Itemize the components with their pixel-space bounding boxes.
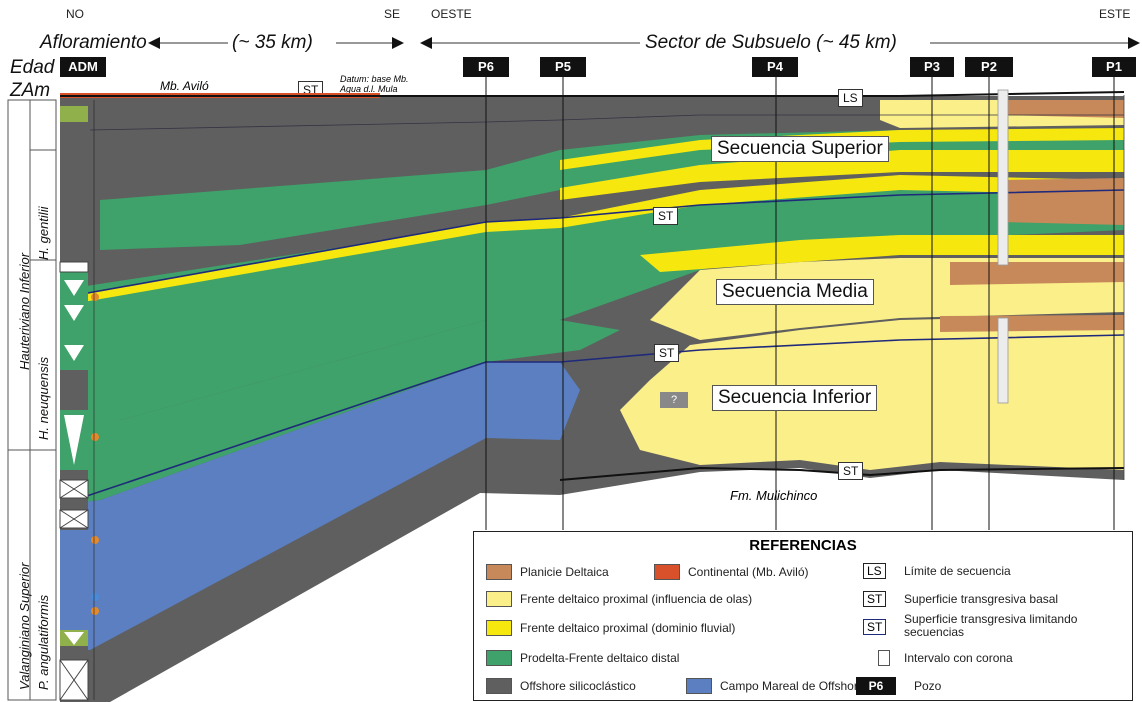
swatch-continental bbox=[654, 564, 680, 580]
edad-label: Edad bbox=[10, 57, 55, 78]
st-lower-label: ST bbox=[838, 462, 864, 480]
valanginiano-label: Valanginiano Superior bbox=[17, 562, 32, 690]
p-angulatiformis-label: P. angulatiformis bbox=[36, 594, 51, 690]
secuencia-inferior-label: Secuencia Inferior bbox=[712, 385, 878, 411]
st-upper-label: ST bbox=[653, 207, 679, 225]
ls-label: LS bbox=[838, 89, 863, 107]
swatch-frente-fluvial bbox=[486, 620, 512, 636]
well-p6: P6 bbox=[463, 57, 509, 77]
direction-oeste: OESTE bbox=[431, 7, 472, 21]
swatch-frente-olas bbox=[486, 591, 512, 607]
legend-ls-symbol: LS bbox=[863, 563, 886, 579]
datum-label: Datum: base Mb. Agua d.l. Mula bbox=[340, 74, 409, 94]
well-p3: P3 bbox=[910, 57, 954, 77]
secuencia-media-label: Secuencia Media bbox=[716, 279, 874, 305]
legend-title: REFERENCIAS bbox=[749, 537, 857, 554]
legend-pozo-symbol: P6 bbox=[856, 677, 896, 695]
afloramiento-label: Afloramiento bbox=[40, 32, 147, 53]
legend-offshore: Offshore silicoclástico bbox=[520, 679, 636, 693]
legend-ls-text: Límite de secuencia bbox=[904, 564, 1011, 578]
afloramiento-distance: (~ 35 km) bbox=[232, 32, 313, 53]
direction-este: ESTE bbox=[1099, 7, 1131, 21]
st-middle-label: ST bbox=[654, 344, 680, 362]
legend-prodelta: Prodelta-Frente deltaico distal bbox=[520, 651, 680, 665]
well-adm: ADM bbox=[60, 57, 106, 77]
subsuelo-label: Sector de Subsuelo (~ 45 km) bbox=[645, 32, 897, 53]
legend-corona-symbol bbox=[878, 650, 890, 666]
legend-st-basal-symbol: ST bbox=[863, 591, 887, 607]
swatch-prodelta bbox=[486, 650, 512, 666]
question-mark-box: ? bbox=[660, 392, 688, 408]
fm-mulichinco-label: Fm. Mulichinco bbox=[730, 488, 818, 503]
mb-avilo-label: Mb. Aviló bbox=[160, 79, 209, 93]
legend-st-limit-text: Superficie transgresiva limitando secuen… bbox=[904, 612, 1078, 640]
direction-se: SE bbox=[384, 7, 401, 21]
h-neuquensis-label: H. neuquensis bbox=[36, 356, 51, 440]
swatch-mareal bbox=[686, 678, 712, 694]
well-p1: P1 bbox=[1092, 57, 1136, 77]
swatch-planicie-deltaica bbox=[486, 564, 512, 580]
legend-frente-fluvial: Frente deltaico proximal (dominio fluvia… bbox=[520, 621, 736, 635]
well-p4: P4 bbox=[752, 57, 798, 77]
zam-label: ZAm bbox=[10, 80, 51, 101]
h-gentilii-label: H. gentilii bbox=[36, 206, 51, 260]
legend-pozo-text: Pozo bbox=[914, 679, 942, 693]
legend-st-basal-text: Superficie transgresiva basal bbox=[904, 592, 1059, 606]
direction-no: NO bbox=[66, 7, 84, 21]
legend-continental: Continental (Mb. Aviló) bbox=[688, 565, 809, 579]
secuencia-superior-label: Secuencia Superior bbox=[711, 136, 889, 162]
hauteriviano-label: Hauteriviano Inferior bbox=[17, 252, 32, 370]
legend-planicie-deltaica: Planicie Deltaica bbox=[520, 565, 609, 579]
legend-frente-olas: Frente deltaico proximal (influencia de … bbox=[520, 592, 753, 606]
legend-st-limit-symbol: ST bbox=[863, 619, 887, 635]
legend-corona-text: Intervalo con corona bbox=[904, 651, 1013, 665]
legend-panel: REFERENCIAS Planicie Deltaica Continenta… bbox=[473, 531, 1133, 701]
well-p2: P2 bbox=[965, 57, 1013, 77]
swatch-offshore bbox=[486, 678, 512, 694]
legend-mareal: Campo Mareal de Offshore bbox=[720, 679, 865, 693]
well-p5: P5 bbox=[540, 57, 586, 77]
